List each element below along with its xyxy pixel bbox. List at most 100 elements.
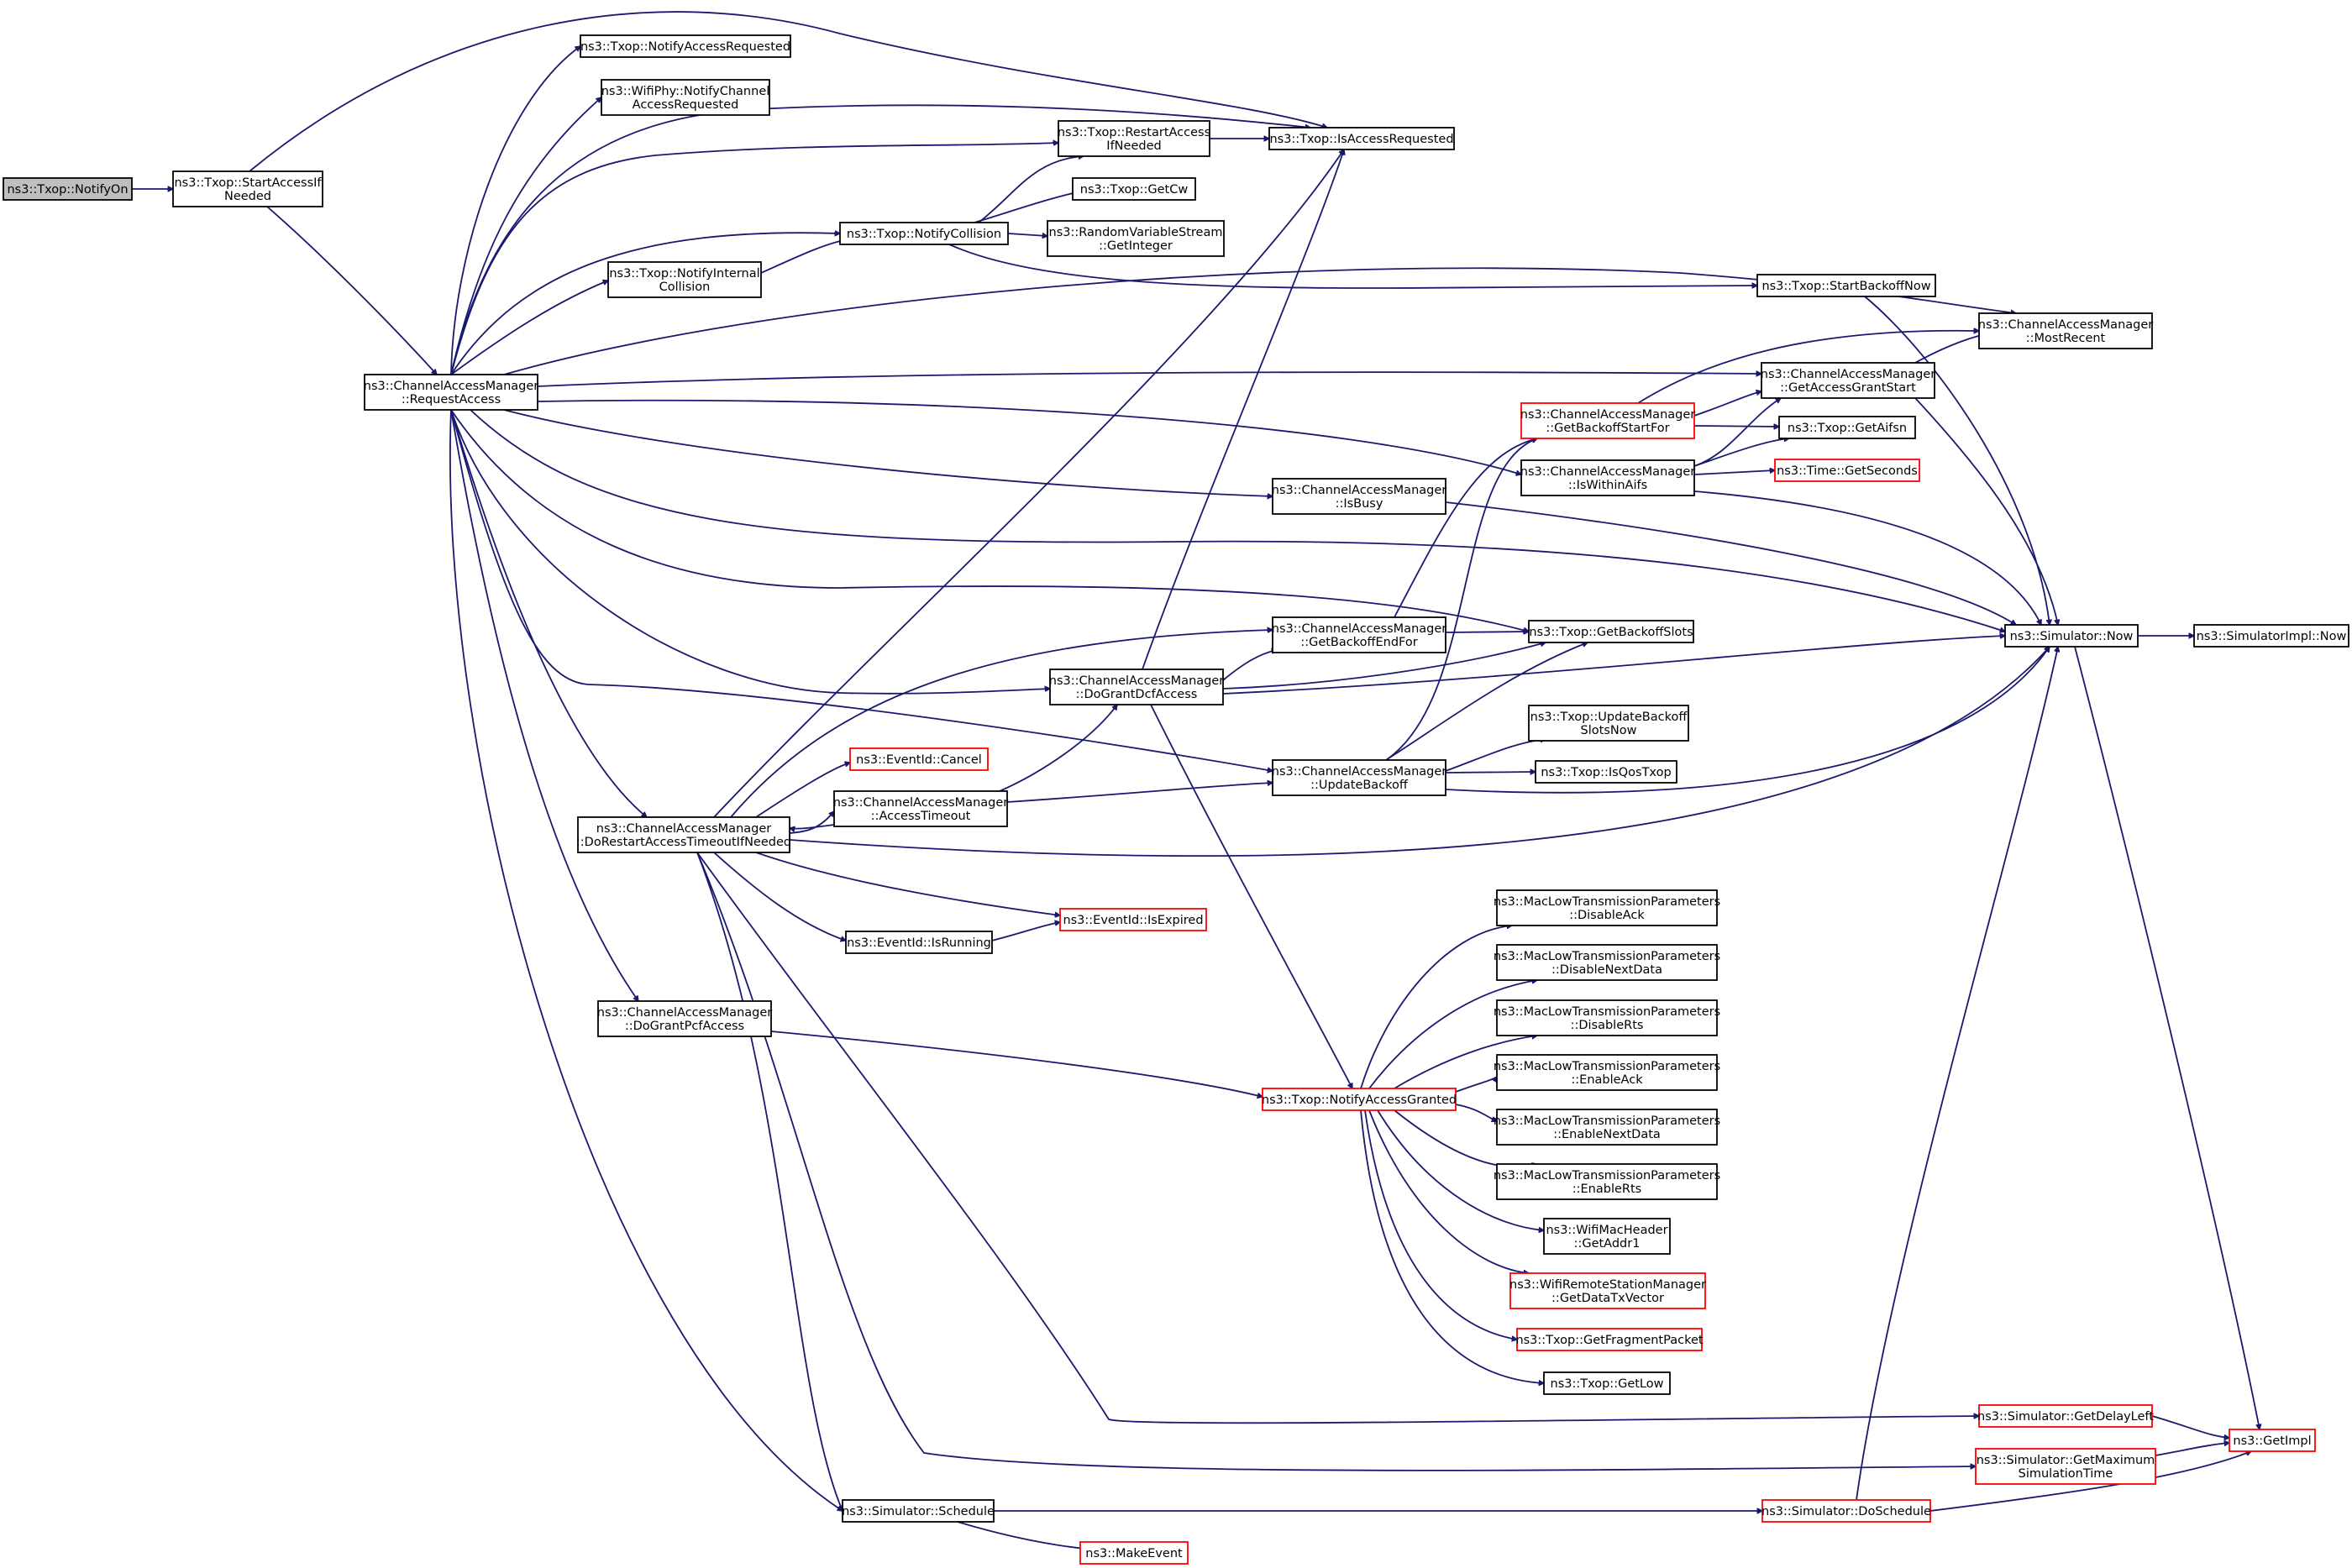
node-doRestartAccessTimeout[interactable]: ns3::ChannelAccessManager::DoRestartAcce… <box>576 816 791 853</box>
node-label: ns3::Txop::NotifyInternal <box>609 267 759 281</box>
edge-accessTimeout-to-doGrantDcfAccess <box>999 705 1117 792</box>
node-simulatorSchedule[interactable]: ns3::Simulator::Schedule <box>842 1499 995 1523</box>
node-label: ::EnableNextData <box>1553 1128 1661 1141</box>
node-disableRts[interactable]: ns3::MacLowTransmissionParameters::Disab… <box>1494 999 1720 1036</box>
edge-doRestartAccessTimeout-to-eventIdIsExpired <box>755 852 1060 915</box>
node-disableAck[interactable]: ns3::MacLowTransmissionParameters::Disab… <box>1494 889 1720 926</box>
node-box <box>1496 1054 1718 1091</box>
node-getDelayLeft[interactable]: ns3::Simulator::GetDelayLeft <box>1977 1404 2154 1428</box>
node-label: Needed <box>224 190 271 203</box>
node-label: ns3::WifiMacHeader <box>1546 1224 1667 1237</box>
node-enableAck[interactable]: ns3::MacLowTransmissionParameters::Enabl… <box>1494 1054 1720 1091</box>
node-box <box>1535 760 1677 784</box>
node-getFragmentPacket[interactable]: ns3::Txop::GetFragmentPacket <box>1515 1328 1704 1351</box>
node-label: ::EnableRts <box>1572 1183 1641 1196</box>
node-simulatorNow[interactable]: ns3::Simulator::Now <box>2004 624 2139 648</box>
node-label: ns3::Txop::RestartAccess <box>1058 126 1210 139</box>
node-getLow[interactable]: ns3::Txop::GetLow <box>1543 1371 1671 1395</box>
node-label: ns3::Txop::NotifyCollision <box>847 228 1001 241</box>
edge-requestAccess-to-notifyAccessRequested <box>450 46 580 375</box>
node-disableNextData[interactable]: ns3::MacLowTransmissionParameters::Disab… <box>1494 944 1720 981</box>
node-label: ns3::Txop::GetAifsn <box>1788 422 1907 435</box>
node-label: ::DoGrantPcfAccess <box>625 1020 744 1033</box>
edge-doGrantDcfAccess-to-isAccessRequested <box>1142 149 1344 670</box>
node-accessTimeout[interactable]: ns3::ChannelAccessManager::AccessTimeout <box>833 790 1009 827</box>
node-eventIdIsRunning[interactable]: ns3::EventId::IsRunning <box>845 931 993 954</box>
node-box <box>1543 1371 1671 1395</box>
edge-notifyAccessGranted-to-enableNextData <box>1455 1104 1497 1121</box>
node-wifiPhyNotify[interactable]: ns3::WifiPhy::NotifyChannelAccessRequest… <box>601 79 770 116</box>
node-getBackoffEndFor[interactable]: ns3::ChannelAccessManager::GetBackoffEnd… <box>1272 616 1447 653</box>
edge-notifyAccessGranted-to-disableRts <box>1394 1036 1537 1089</box>
node-label: ns3::Simulator::Now <box>2010 630 2134 643</box>
edge-requestAccess-to-isBusy <box>503 409 1273 496</box>
node-makeEvent[interactable]: ns3::MakeEvent <box>1079 1541 1189 1565</box>
node-label: ns3::Txop::IsQosTxop <box>1541 766 1671 779</box>
node-box <box>833 790 1008 827</box>
node-box <box>597 1000 772 1037</box>
node-box <box>1543 1218 1671 1255</box>
node-box <box>1520 402 1695 439</box>
node-startBackoffNow[interactable]: ns3::Txop::StartBackoffNow <box>1756 274 1936 297</box>
node-notifyAccessGranted[interactable]: ns3::Txop::NotifyAccessGranted <box>1262 1088 1457 1111</box>
nodes-layer: ns3::Txop::NotifyOn ns3::Txop::StartAcces… <box>3 34 2349 1565</box>
node-enableNextData[interactable]: ns3::MacLowTransmissionParameters::Enabl… <box>1494 1109 1720 1146</box>
node-getAccessGrantStart[interactable]: ns3::ChannelAccessManager::GetAccessGran… <box>1761 362 1936 399</box>
edge-doGrantPcfAccess-to-notifyAccessGranted <box>770 1030 1263 1097</box>
node-eventIdCancel[interactable]: ns3::EventId::Cancel <box>849 747 989 771</box>
node-notifyOn[interactable]: ns3::Txop::NotifyOn <box>3 177 133 201</box>
node-timeGetSeconds[interactable]: ns3::Time::GetSeconds <box>1774 459 1920 482</box>
node-label: ns3::ChannelAccessManager <box>1272 622 1447 636</box>
node-label: ns3::Simulator::Schedule <box>842 1505 995 1518</box>
edge-doRestartAccessTimeout-to-accessTimeout <box>789 811 834 834</box>
node-updateBackoff[interactable]: ns3::ChannelAccessManager::UpdateBackoff <box>1272 759 1447 796</box>
node-doSchedule[interactable]: ns3::Simulator::DoSchedule <box>1761 1499 1931 1523</box>
edge-notifyAccessGranted-to-enableAck <box>1455 1077 1497 1093</box>
node-box <box>3 177 133 201</box>
node-box <box>1520 459 1695 496</box>
edge-updateBackoff-to-simulatorNow <box>1445 647 2050 794</box>
node-box <box>1058 120 1210 157</box>
node-getAifsn[interactable]: ns3::Txop::GetAifsn <box>1778 416 1916 439</box>
node-label: ::DisableNextData <box>1551 963 1662 977</box>
node-simulatorImplNow[interactable]: ns3::SimulatorImpl::Now <box>2193 624 2349 648</box>
node-eventIdIsExpired[interactable]: ns3::EventId::IsExpired <box>1059 908 1207 931</box>
node-getImpl[interactable]: ns3::GetImpl <box>2229 1429 2316 1452</box>
node-getInteger[interactable]: ns3::RandomVariableStream::GetInteger <box>1047 220 1225 257</box>
node-getBackoffStartFor[interactable]: ns3::ChannelAccessManager::GetBackoffSta… <box>1520 402 1696 439</box>
node-label: ns3::GetImpl <box>2233 1434 2311 1448</box>
edge-isWithinAifs-to-timeGetSeconds <box>1693 470 1775 475</box>
edge-doSchedule-to-getImpl <box>1929 1451 2251 1512</box>
node-box <box>1272 616 1446 653</box>
node-label: ns3::Txop::GetFragmentPacket <box>1515 1334 1703 1347</box>
node-doGrantPcfAccess[interactable]: ns3::ChannelAccessManager::DoGrantPcfAcc… <box>597 1000 773 1037</box>
node-mostRecent[interactable]: ns3::ChannelAccessManager::MostRecent <box>1978 312 2154 349</box>
node-box <box>1774 459 1920 482</box>
node-label: ::GetDataTxVector <box>1551 1292 1664 1305</box>
node-getDataTxVector[interactable]: ns3::WifiRemoteStationManager::GetDataTx… <box>1509 1272 1706 1309</box>
node-isBusy[interactable]: ns3::ChannelAccessManager::IsBusy <box>1272 478 1447 515</box>
node-box <box>1049 669 1224 705</box>
node-isAccessRequested[interactable]: ns3::Txop::IsAccessRequested <box>1268 127 1455 150</box>
node-requestAccess[interactable]: ns3::ChannelAccessManager::RequestAccess <box>364 374 539 411</box>
node-doGrantDcfAccess[interactable]: ns3::ChannelAccessManager::DoGrantDcfAcc… <box>1049 669 1225 705</box>
node-isQosTxop[interactable]: ns3::Txop::IsQosTxop <box>1535 760 1677 784</box>
node-isWithinAifs[interactable]: ns3::ChannelAccessManager::IsWithinAifs <box>1520 459 1696 496</box>
node-label: SlotsNow <box>1581 724 1637 737</box>
edge-doRestartAccessTimeout-to-simulatorNow <box>789 647 2050 857</box>
node-getAddr1[interactable]: ns3::WifiMacHeader::GetAddr1 <box>1543 1218 1671 1255</box>
node-label: ns3::MacLowTransmissionParameters <box>1494 1060 1720 1073</box>
edge-requestAccess-to-getAccessGrantStart <box>537 372 1761 387</box>
node-label: ns3::WifiPhy::NotifyChannel <box>601 85 770 98</box>
node-notifyCollision[interactable]: ns3::Txop::NotifyCollision <box>839 222 1009 245</box>
node-getBackoffSlots[interactable]: ns3::Txop::GetBackoffSlots <box>1528 620 1694 643</box>
edge-doGrantDcfAccess-to-notifyAccessGranted <box>1150 704 1353 1088</box>
node-notifyAccessRequested[interactable]: ns3::Txop::NotifyAccessRequested <box>580 34 791 58</box>
node-getCw[interactable]: ns3::Txop::GetCw <box>1072 177 1196 201</box>
node-enableRts[interactable]: ns3::MacLowTransmissionParameters::Enabl… <box>1494 1163 1720 1200</box>
